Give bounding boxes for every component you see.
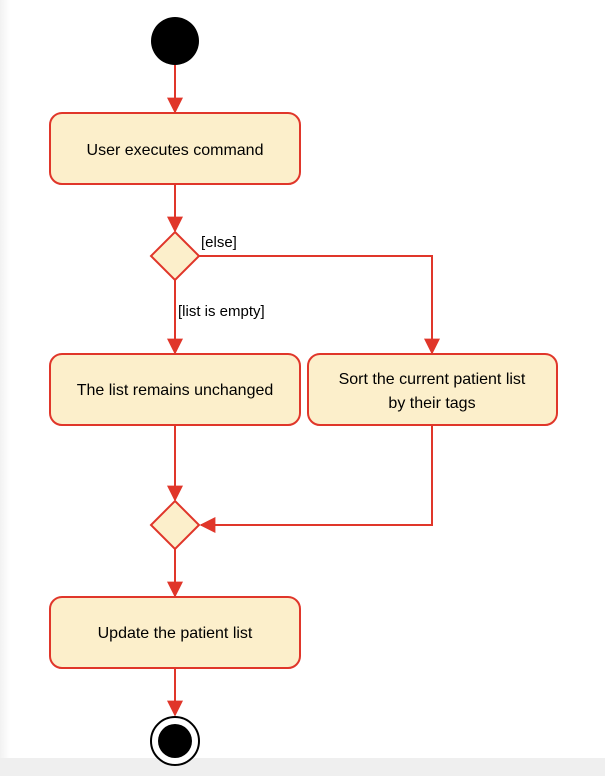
bottom-band bbox=[0, 758, 605, 776]
edge-decision-to-sort bbox=[199, 255, 440, 355]
start-node bbox=[151, 17, 199, 65]
guard-list-empty-label: [list is empty] bbox=[178, 303, 265, 320]
left-edge-shadow bbox=[0, 0, 10, 776]
action-list-remains-unchanged: The list remains unchanged bbox=[49, 353, 301, 426]
guard-else-label: [else] bbox=[201, 234, 237, 251]
action-sort-label-line2: by their tags bbox=[388, 395, 475, 412]
decision-node bbox=[149, 230, 201, 282]
end-node bbox=[150, 716, 200, 766]
action-user-executes-command: User executes command bbox=[49, 112, 301, 185]
action-sort-label-line1: Sort the current patient list bbox=[339, 371, 526, 388]
edge-sort-to-merge bbox=[199, 425, 433, 533]
action-update-patient-list: Update the patient list bbox=[49, 596, 301, 669]
action-user-executes-command-label: User executes command bbox=[87, 142, 264, 159]
action-list-remains-unchanged-label: The list remains unchanged bbox=[77, 382, 274, 399]
action-update-patient-list-label: Update the patient list bbox=[98, 625, 253, 642]
action-sort-patient-list: Sort the current patient list by their t… bbox=[307, 353, 558, 426]
merge-node bbox=[149, 499, 201, 551]
